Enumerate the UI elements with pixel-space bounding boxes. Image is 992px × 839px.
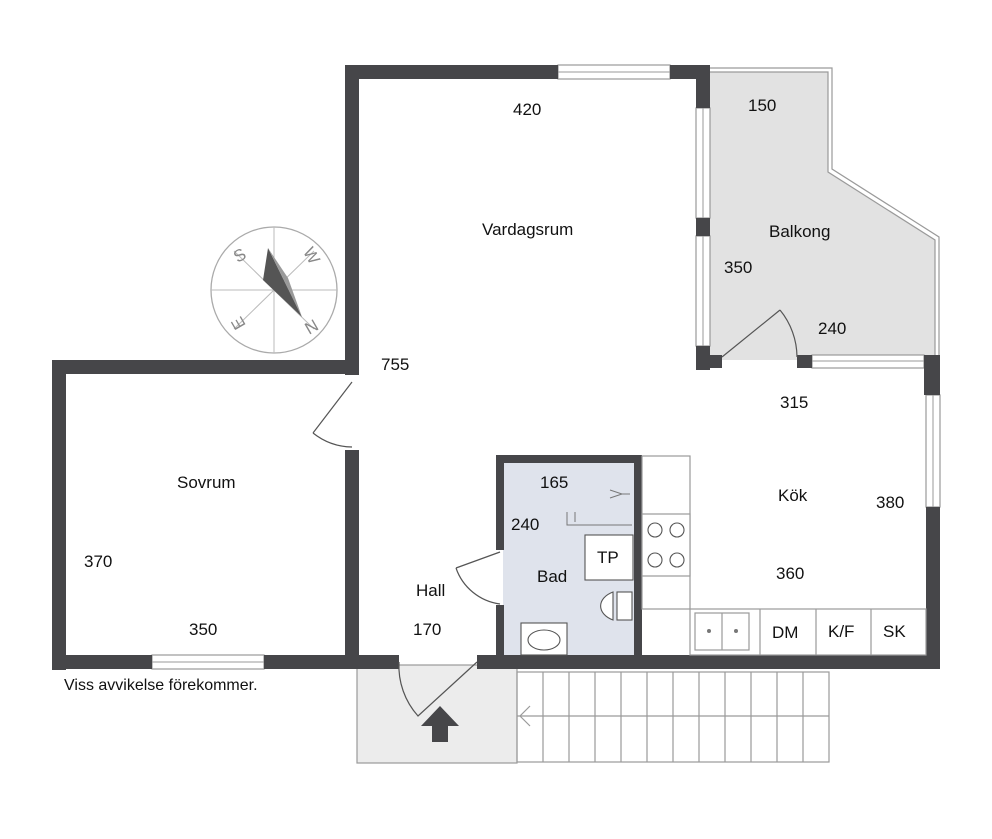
bad-depth: 240	[511, 515, 539, 534]
bad-label: Bad	[537, 567, 567, 586]
hall-width: 170	[413, 620, 441, 639]
walls	[52, 65, 940, 670]
vardagsrum-depth: 755	[381, 355, 409, 374]
fixture-dm: DM	[772, 623, 798, 642]
compass-needle-light	[268, 248, 302, 317]
compass-letter-n: N	[301, 315, 321, 338]
sovrum-depth: 370	[84, 552, 112, 571]
kok-side: 380	[876, 493, 904, 512]
toilet-tank	[616, 591, 633, 621]
kok-top: 315	[780, 393, 808, 412]
toilet	[600, 591, 614, 621]
balcony-floor	[710, 72, 935, 360]
balkong-side: 350	[724, 258, 752, 277]
kok-label: Kök	[778, 486, 808, 505]
compass-needle-dark	[263, 248, 302, 317]
sovrum-label: Sovrum	[177, 473, 236, 492]
door-bathroom-leaf	[455, 551, 501, 569]
door-bedroom-leaf	[312, 381, 353, 434]
fixture-sk: SK	[883, 622, 906, 641]
balcony-railing-inner	[710, 71, 936, 358]
kok-bottom: 360	[776, 564, 804, 583]
stair-direction-arrow	[519, 705, 531, 727]
hall-label: Hall	[416, 581, 445, 600]
sovrum-width: 350	[189, 620, 217, 639]
washing-machine-box	[584, 534, 634, 581]
stove	[641, 513, 691, 577]
window-glazing-lines	[152, 71, 934, 663]
compass-rose: S W N E	[210, 226, 338, 354]
door-balcony-leaf	[721, 309, 781, 358]
vardagsrum-width: 420	[513, 100, 541, 119]
stove-burners	[647, 522, 685, 568]
fixture-tp: TP	[597, 548, 619, 567]
entrance-arrow-icon	[421, 706, 459, 742]
doors	[312, 309, 798, 717]
balkong-label: Balkong	[769, 222, 830, 241]
vardagsrum-label: Vardagsrum	[482, 220, 573, 239]
shower-icon	[566, 489, 632, 526]
balcony-railing	[710, 67, 940, 360]
balkong-bottom: 240	[818, 319, 846, 338]
stair-steps	[542, 672, 804, 762]
disclaimer-note: Viss avvikelse förekommer.	[64, 677, 258, 694]
balkong-top: 150	[748, 96, 776, 115]
bad-width: 165	[540, 473, 568, 492]
door-entrance	[398, 661, 478, 717]
fixture-kf: K/F	[828, 622, 854, 641]
sink-drains	[707, 629, 738, 633]
